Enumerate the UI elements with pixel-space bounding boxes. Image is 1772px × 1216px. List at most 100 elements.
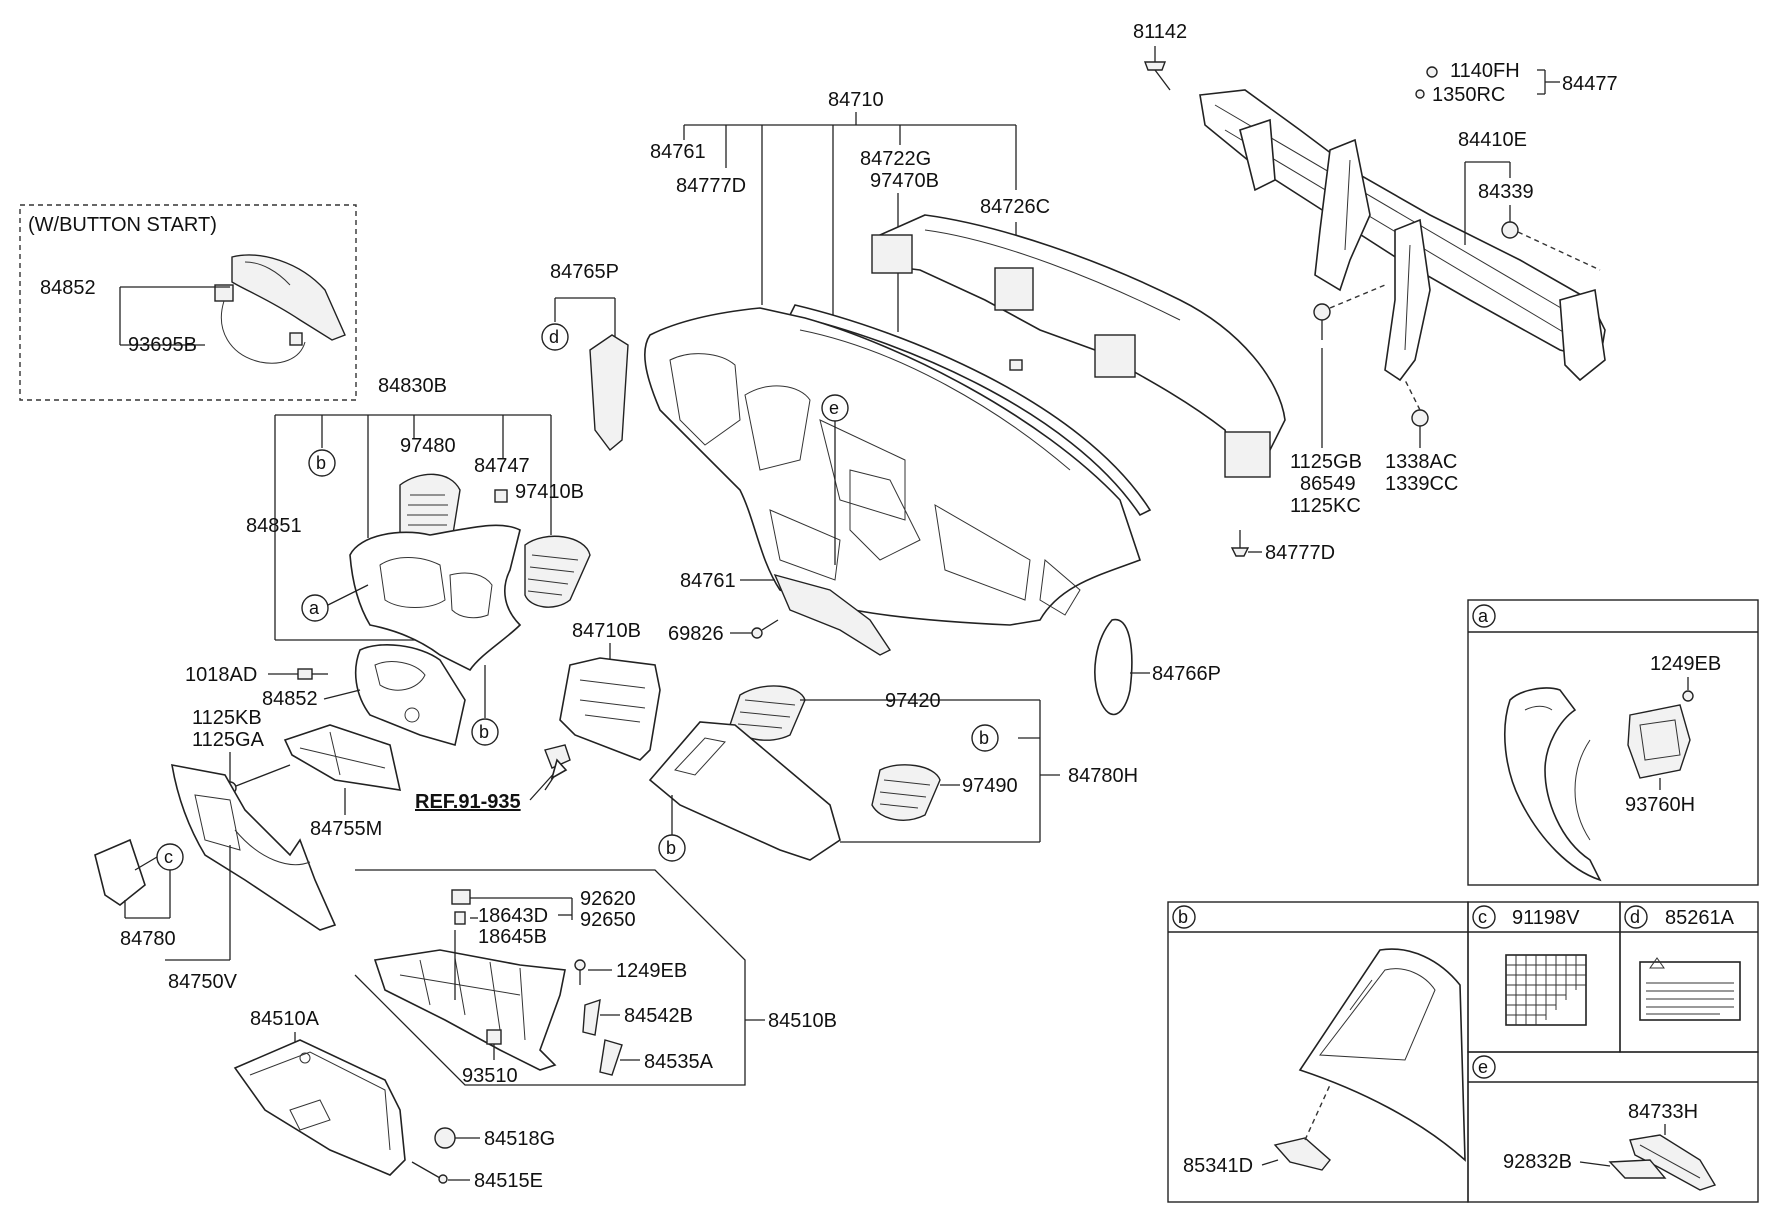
crash-pad-cover-group: 84830B b 97480 84747 97410B 84851 a: [185, 375, 591, 747]
label-84777D-top: 84777D: [676, 175, 746, 197]
callout-a-1: [301, 594, 329, 622]
svg-text:c: c: [164, 847, 173, 867]
label-97410B: 97410B: [515, 481, 584, 503]
label-1125KC: 1125KC: [1290, 495, 1361, 517]
detail-panel-d: d 85261A: [1619, 901, 1759, 1053]
stopper-84518G-part: [434, 1127, 456, 1149]
label-84510B: 84510B: [768, 1010, 837, 1032]
label-84410E: 84410E: [1458, 129, 1527, 151]
callout-b-4: [658, 834, 686, 862]
label-84535A: 84535A: [644, 1051, 714, 1073]
callout-b-3: [971, 724, 999, 752]
svg-text:b: b: [979, 728, 989, 748]
center-garnish-84780H-part: [648, 721, 841, 861]
label-86549: 86549: [1300, 473, 1356, 495]
label-1339CC: 1339CC: [1385, 473, 1458, 495]
callout-c-panel: [1472, 905, 1496, 929]
label-97420: 97420: [885, 690, 941, 712]
vent-97410B-part: [524, 535, 591, 608]
label-84830B: 84830B: [378, 375, 447, 397]
label-84710B: 84710B: [572, 620, 641, 642]
callout-d-panel: [1624, 905, 1648, 929]
switch-93760H-part: [1627, 704, 1691, 779]
label-1338AC: 1338AC: [1385, 451, 1457, 473]
button-start-label: (W/BUTTON START): [28, 214, 217, 236]
label-1249EB-glovebox: 1249EB: [616, 960, 687, 982]
svg-text:b: b: [479, 722, 489, 742]
label-1018AD: 1018AD: [185, 664, 257, 686]
svg-text:a: a: [1478, 606, 1489, 626]
label-1125KB: 1125KB: [192, 707, 262, 729]
center-facia-84710B-part: [559, 657, 661, 761]
label-84542B: 84542B: [624, 1005, 693, 1027]
label-84780H: 84780H: [1068, 765, 1138, 787]
label-84515E: 84515E: [474, 1170, 543, 1192]
label-92620: 92620: [580, 888, 636, 910]
callout-a-panel: [1472, 604, 1496, 628]
detail-a-facia-part: [1504, 687, 1602, 882]
label-84761-mid: 84761: [680, 570, 736, 592]
side-cover-84766P-part: [1094, 618, 1133, 716]
callout-d-1: [541, 323, 569, 351]
center-facia-group: 84710B REF.91-935 97420 b 84780H 97490 b: [415, 620, 1138, 862]
detail-panel-c: c 91198V: [1467, 901, 1621, 1053]
label-84755M: 84755M: [310, 818, 382, 840]
label-84852-mid: 84852: [262, 688, 318, 710]
detail-panel-b: b 85341D: [1167, 901, 1469, 1203]
vent-97490-part: [871, 764, 941, 821]
label-85261A: 85261A: [1665, 907, 1735, 929]
svg-text:d: d: [549, 327, 559, 347]
right-end-bracket-part: [1559, 288, 1606, 382]
clip-85341D-part: [1273, 1137, 1331, 1171]
label-97480: 97480: [400, 435, 456, 457]
button-start-cover-part: [231, 254, 346, 341]
lower-shroud-84852-part: [354, 644, 466, 747]
cover-84780-part: [94, 838, 146, 906]
label-84722G: 84722G: [860, 148, 931, 170]
damper-84535A-part: [599, 1039, 623, 1076]
svg-text:a: a: [309, 598, 320, 618]
cross-bar-group: 81142 1140FH 1350RC 84477 84410E 84339: [1133, 21, 1618, 564]
label-84777D-right: 84777D: [1265, 542, 1335, 564]
button-start-group: (W/BUTTON START) 84852 93695B: [19, 204, 357, 401]
label-91198V: 91198V: [1512, 907, 1580, 929]
label-18645B: 18645B: [478, 926, 547, 948]
clip-92620-part: [451, 889, 471, 905]
lower-panel-group: 1125KB 1125GA 84755M c 84780 84750V: [94, 707, 402, 993]
callout-b-panel: [1172, 905, 1196, 929]
cluster-facia-part: [349, 524, 522, 672]
label-84852-top: 84852: [40, 277, 96, 299]
label-84726C: 84726C: [980, 196, 1050, 218]
glove-box-housing-part: [373, 949, 566, 1071]
label-92832B: 92832B: [1503, 1151, 1572, 1173]
label-84851: 84851: [246, 515, 302, 537]
callout-e-panel: [1472, 1055, 1496, 1079]
duct-outlet-right: [1224, 431, 1271, 478]
label-84477: 84477: [1562, 73, 1618, 95]
label-84339: 84339: [1478, 181, 1534, 203]
label-97490: 97490: [962, 775, 1018, 797]
label-84710: 84710: [828, 89, 884, 111]
label-84765P: 84765P: [550, 261, 619, 283]
svg-text:b: b: [316, 453, 326, 473]
label-69826: 69826: [668, 623, 724, 645]
svg-text:e: e: [829, 398, 839, 418]
crash-pad-group: 84710 84761 84777D 84722G 97470B 84726C …: [541, 89, 1286, 716]
clip-93510-part: [486, 1029, 502, 1045]
label-1125GB: 1125GB: [1290, 451, 1362, 473]
defrost-strip-84722G-part: [788, 304, 1152, 517]
duct-outlet-left: [871, 234, 913, 274]
detail-panel-e: e 84733H 92832B: [1467, 1051, 1759, 1203]
label-84761-top: 84761: [650, 141, 706, 163]
ref-91-935-link[interactable]: REF.91-935: [415, 791, 521, 813]
clip-92832B-part: [1608, 1159, 1667, 1179]
svg-text:e: e: [1478, 1057, 1488, 1077]
label-92650: 92650: [580, 909, 636, 931]
label-1350RC: 1350RC: [1432, 84, 1505, 106]
label-97470B: 97470B: [870, 170, 939, 192]
button-start-dashed-box: [19, 204, 357, 401]
label-85341D: 85341D: [1183, 1155, 1253, 1177]
label-93760H: 93760H: [1625, 794, 1695, 816]
steering-bracket-part: [1314, 138, 1371, 292]
